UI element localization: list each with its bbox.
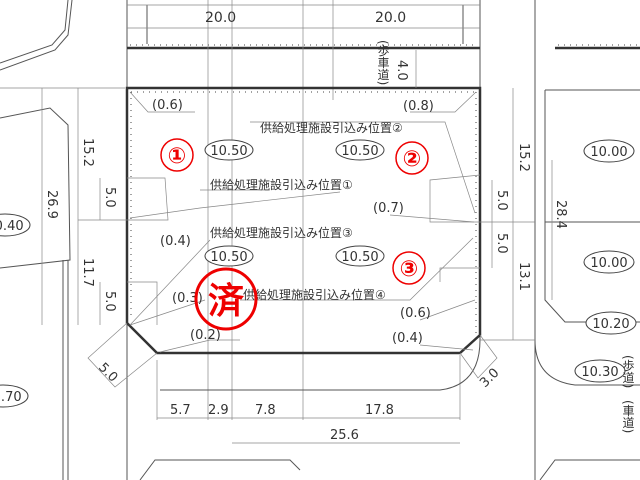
- elevation-lot-ur: 10.50: [341, 144, 378, 159]
- elevations: 10.50 10.50 10.50 10.50 10.00 10.00 10.2…: [0, 139, 637, 408]
- offset-left-mid: (0.4): [160, 234, 191, 249]
- offset-bottom-right-2: (0.4): [392, 331, 423, 346]
- marker-3: ③: [400, 257, 419, 282]
- dim-corner-left: 5.0: [95, 360, 120, 385]
- elevation-left-1: 10.40: [0, 219, 24, 234]
- dimension-lines: [41, 4, 553, 444]
- dim-right-box-upper: 5.0: [494, 190, 509, 211]
- dim-left-box-lower: 5.0: [102, 291, 117, 312]
- dim-bottom-4: 17.8: [365, 403, 394, 418]
- dim-left-box-upper: 5.0: [102, 187, 117, 208]
- marker-2: ②: [403, 147, 422, 172]
- elevation-right-2: 10.00: [590, 256, 627, 271]
- label-position-2: 供給処理施設引込み位置②: [260, 120, 403, 135]
- road-label-top: (歩車道): [376, 40, 390, 85]
- stamp-text: 済: [208, 281, 244, 322]
- dim-bottom-2: 2.9: [208, 403, 229, 418]
- offset-left-low: (0.3): [172, 291, 203, 306]
- road-label-walk: (歩道): [621, 355, 635, 388]
- elevation-lot-ll: 10.50: [210, 250, 247, 265]
- dim-top-left: 20.0: [205, 10, 236, 26]
- red-markers: ① ② ③: [160, 138, 429, 285]
- dim-bottom-3: 7.8: [255, 403, 276, 418]
- offset-top-left: (0.6): [152, 98, 183, 113]
- dim-right-box-lower: 5.0: [494, 233, 509, 254]
- elevation-lot-lr: 10.50: [341, 250, 378, 265]
- label-position-1: 供給処理施設引込み位置①: [210, 177, 353, 192]
- label-position-4: 供給処理施設引込み位置④: [243, 287, 386, 302]
- offset-bottom-right-1: (0.6): [400, 306, 431, 321]
- dim-bottom-total: 25.6: [330, 428, 359, 443]
- dim-road-width: 4.0: [394, 60, 409, 81]
- elevation-right-4: 10.30: [581, 365, 618, 380]
- dim-right-lower: 13.1: [516, 262, 531, 291]
- leader-lines: [129, 91, 477, 353]
- elevation-lot-ul: 10.50: [210, 144, 247, 159]
- dim-left-total: 26.9: [44, 190, 59, 219]
- dim-corner-right: 3.0: [477, 366, 502, 391]
- elevation-right-3: 10.20: [592, 317, 629, 332]
- dim-left-lower: 11.7: [80, 258, 95, 287]
- dim-left-upper: 15.2: [80, 138, 95, 167]
- label-position-3: 供給処理施設引込み位置③: [210, 225, 353, 240]
- completed-stamp: 済: [194, 267, 258, 331]
- dim-right-neighbor: 28.4: [553, 200, 568, 229]
- dim-bottom-1: 5.7: [170, 403, 191, 418]
- elevation-left-2: 10.70: [0, 390, 22, 405]
- marker-1: ①: [168, 144, 187, 169]
- offset-right-mid: (0.7): [373, 201, 404, 216]
- elevation-right-1: 10.00: [590, 145, 627, 160]
- road-label-car: (車道): [621, 400, 635, 433]
- offset-bottom-left: (0.2): [190, 328, 221, 343]
- dim-right-upper: 15.2: [516, 143, 531, 172]
- offset-top-right: (0.8): [403, 99, 434, 114]
- dim-top-right: 20.0: [375, 10, 406, 26]
